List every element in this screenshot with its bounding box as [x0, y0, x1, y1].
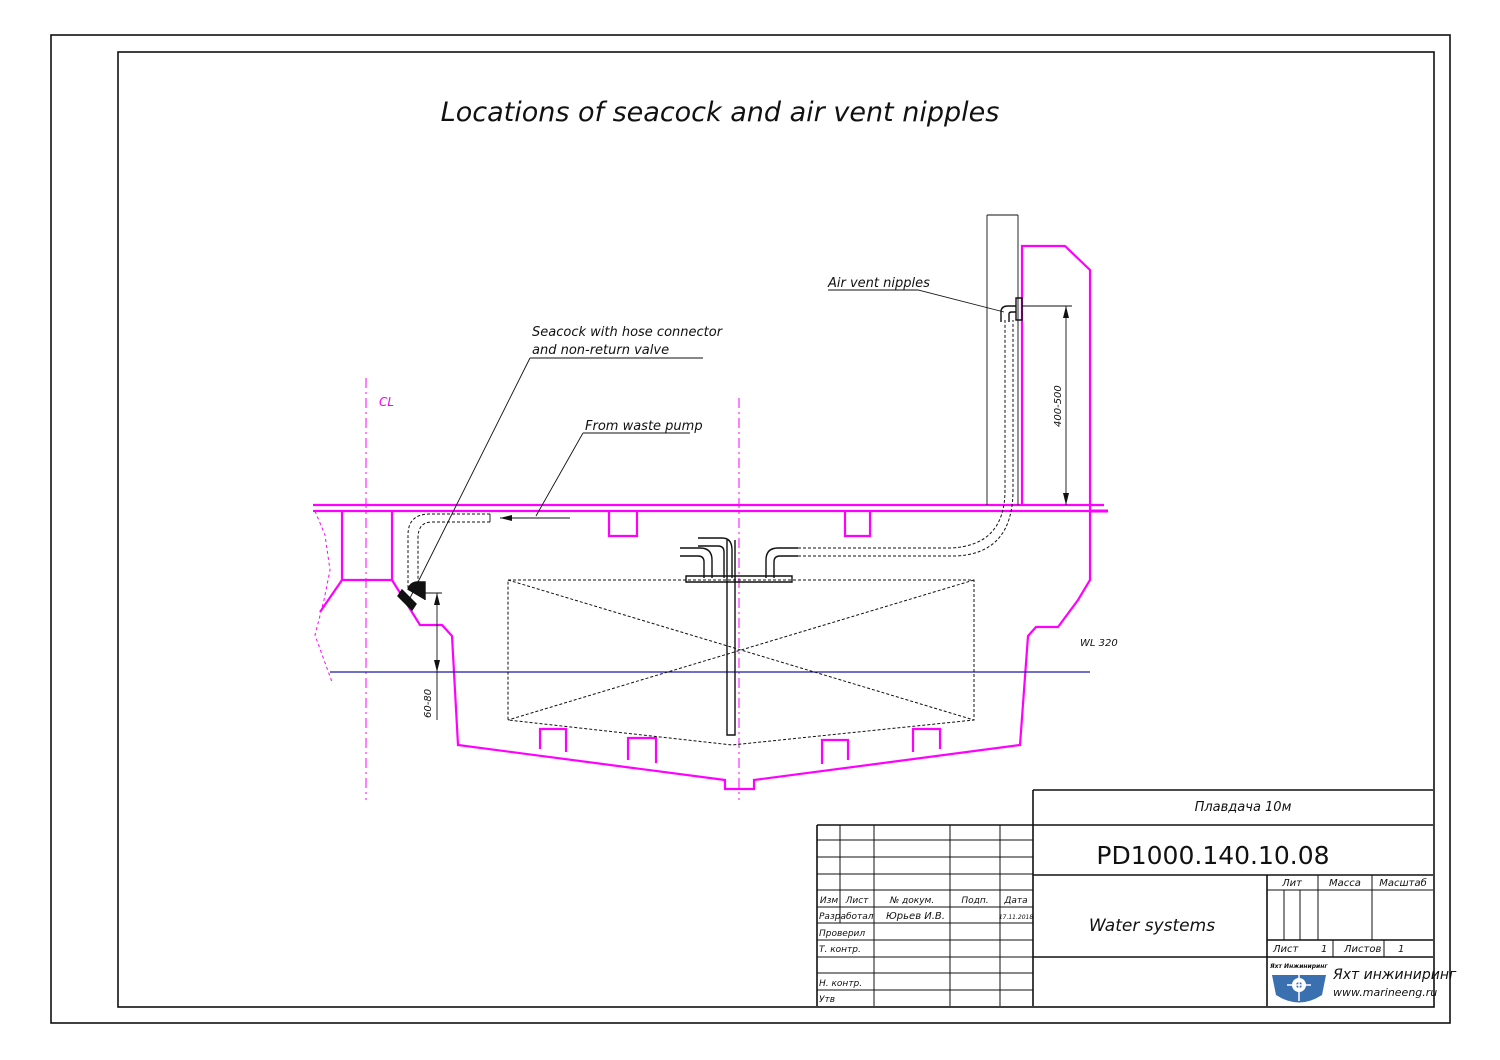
- col-date: Дата: [1003, 896, 1027, 906]
- row-developed: Разработал: [819, 912, 874, 922]
- mass-label: Масса: [1329, 878, 1361, 889]
- waste-pump-leader: [535, 432, 690, 517]
- seacock-hose-outer: [407, 513, 490, 590]
- col-izm: Изм: [820, 896, 839, 906]
- row-approved: Утв: [819, 995, 835, 1005]
- drawing-title: Locations of seacock and air vent nipple…: [441, 97, 1000, 128]
- fitting-middle: [698, 537, 733, 578]
- col-sign: Подп.: [961, 896, 988, 906]
- company-website: www.marineeng.ru: [1333, 986, 1437, 999]
- tank-diagonals: [507, 579, 975, 721]
- vent-hose-inner: [798, 320, 1014, 557]
- title-block: Плавдача 10м PD1000.140.10.08 Water syst…: [816, 789, 1457, 1006]
- vent-stack: [986, 214, 1019, 505]
- fitting-right: [765, 547, 798, 578]
- col-doc-no: № докум.: [889, 896, 934, 906]
- seacock-label-line1: Seacock with hose connector: [532, 325, 724, 340]
- sheets-label: Листов: [1343, 944, 1381, 955]
- sheets-value: 1: [1398, 944, 1404, 955]
- col-list: Лист: [845, 896, 870, 906]
- company-small: Яхт Инжиниринг: [1269, 963, 1328, 970]
- company-logo: [1272, 972, 1326, 1003]
- dim-seacock-line: [420, 592, 442, 720]
- tank-flange: [685, 575, 793, 583]
- doc-number: PD1000.140.10.08: [1096, 841, 1329, 870]
- bottom-stiffeners: [538, 727, 942, 764]
- row-n-control: Н. контр.: [819, 979, 862, 989]
- waste-pump-label: From waste pump: [585, 419, 703, 434]
- hull-outline: [319, 244, 1092, 791]
- waterline-label: WL 320: [1080, 638, 1118, 649]
- dim-vent-line: [1022, 305, 1072, 505]
- row-t-control: Т. контр.: [819, 945, 861, 955]
- arrow-head-icon: [500, 515, 512, 521]
- seacock-leader: [409, 357, 703, 599]
- seacock-label-line2: and non-return valve: [532, 343, 669, 358]
- inner-frame: [117, 51, 1435, 1008]
- sheet-value: 1: [1321, 944, 1327, 955]
- air-vent-leader: [828, 289, 1005, 313]
- lit-label: Лит: [1281, 878, 1303, 889]
- doc-title: Water systems: [1089, 916, 1215, 936]
- dim-vent-label: 400-500: [1053, 385, 1064, 427]
- sheet-label: Лист: [1272, 944, 1300, 955]
- project-name: Плавдача 10м: [1195, 800, 1292, 815]
- vent-hose-outer: [798, 320, 1006, 549]
- dim-seacock-label: 60-80: [423, 689, 434, 718]
- seacock-hose-inner: [417, 521, 490, 590]
- waste-tank: [507, 579, 975, 746]
- developed-date: 17.11.2018: [999, 914, 1034, 921]
- air-vent-nipple: [1000, 297, 1023, 322]
- outer-frame: [50, 34, 1451, 1024]
- deck-stiffeners: [607, 511, 872, 538]
- scale-label: Масштаб: [1379, 877, 1427, 889]
- centerline-label: CL: [379, 395, 394, 409]
- suction-pipe: [726, 540, 736, 736]
- fitting-left: [680, 547, 713, 578]
- company-name: Яхт инжиниринг: [1332, 967, 1457, 983]
- row-checked: Проверил: [819, 929, 865, 939]
- air-vent-label: Air vent nipples: [827, 276, 930, 291]
- developer-name: Юрьев И.В.: [886, 911, 945, 922]
